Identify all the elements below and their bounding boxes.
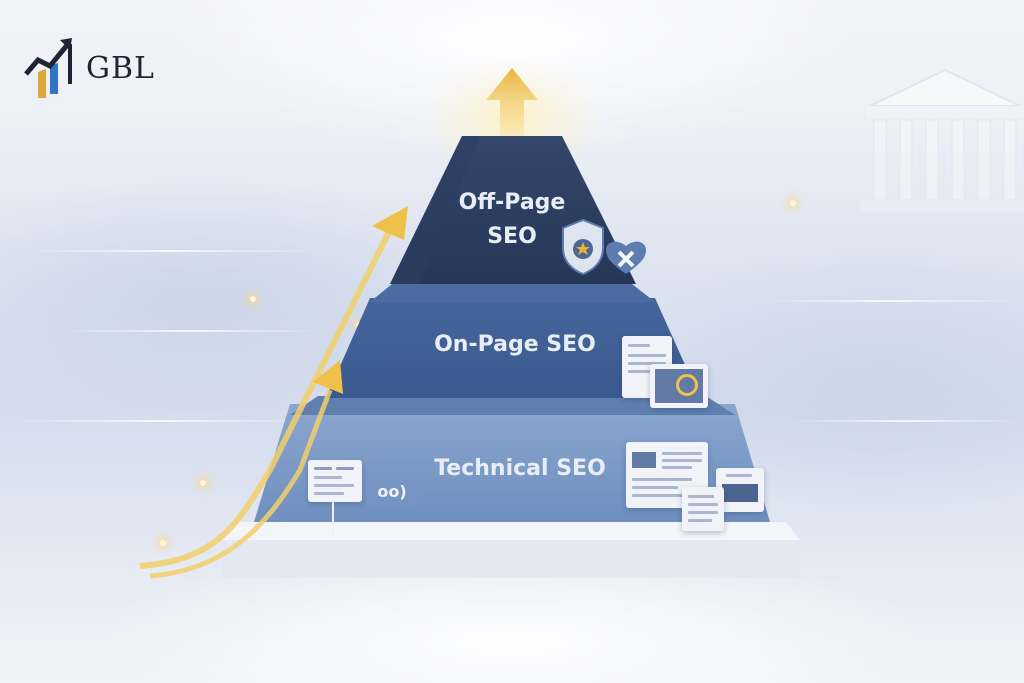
- classical-temple-icon: [860, 68, 1024, 212]
- sparkle: [790, 200, 796, 206]
- sparkle: [200, 480, 206, 486]
- analytics-screen-icon: [650, 364, 708, 408]
- light-streak: [790, 420, 1020, 422]
- signpost-pole: [332, 502, 334, 534]
- tier-label-line1: Off-Page: [458, 190, 566, 215]
- sparkle: [160, 540, 166, 546]
- light-streak: [60, 330, 320, 332]
- light-streak: [760, 300, 1020, 302]
- chat-signal-icon: oo): [366, 478, 418, 506]
- tier-on-page-seo: On-Page SEO: [434, 332, 596, 357]
- tier-off-page-seo: Off-Page SEO: [430, 186, 594, 254]
- shield-star-icon: [562, 218, 604, 276]
- light-streak: [20, 250, 320, 252]
- heart-x-icon: [606, 241, 646, 274]
- brand-logo[interactable]: GBL: [24, 36, 155, 100]
- rising-chart-logo-icon: [24, 38, 72, 98]
- tier-label-line2: SEO: [487, 224, 537, 249]
- sparkle: [250, 296, 256, 302]
- signpost-icon: [308, 460, 362, 502]
- light-streak: [10, 420, 310, 422]
- brand-name: GBL: [86, 50, 155, 86]
- code-screen-icon: [716, 468, 764, 512]
- tier-technical-seo: Technical SEO: [434, 456, 606, 481]
- page-icon: [682, 487, 724, 531]
